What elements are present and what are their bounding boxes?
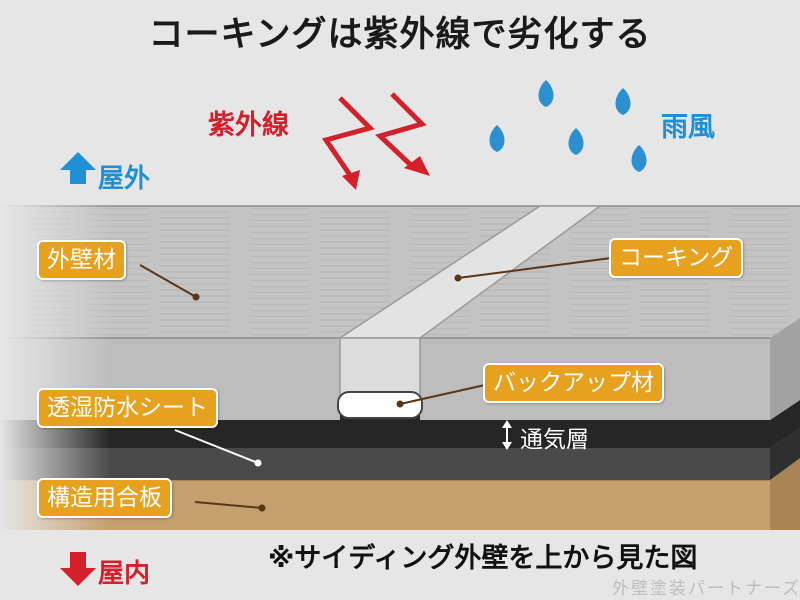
ventilation-label: 通気層	[520, 427, 589, 453]
double-arrow-icon	[502, 420, 512, 450]
raindrop-icon	[615, 88, 631, 115]
lightning-bolt-icon	[375, 92, 427, 170]
backup-material-label: バックアップ材	[483, 363, 664, 403]
raindrop-icon	[631, 145, 647, 172]
arrow-up-icon	[60, 152, 96, 184]
arrow-down-icon	[60, 552, 96, 586]
exterior-wall-label: 外壁材	[37, 240, 126, 280]
raindrop-icon	[568, 128, 584, 155]
leader-lines	[139, 257, 612, 512]
watermark-logo: 外壁塗装パートナーズ	[612, 579, 800, 599]
backup-material	[337, 391, 423, 419]
outside-label: 屋外	[98, 164, 151, 194]
caulking-joint	[337, 205, 603, 420]
raindrop-icon	[538, 80, 554, 107]
rain-wind-label: 雨風	[661, 112, 715, 143]
caulking-label: コーキング	[609, 238, 744, 278]
raindrop-icon	[489, 125, 505, 152]
page-title: コーキングは紫外線で劣化する	[148, 15, 652, 55]
diagram-note: ※サイディング外壁を上から見た図	[268, 543, 698, 574]
membrane-label: 透湿防水シート	[37, 388, 218, 428]
plywood-label: 構造用合板	[37, 478, 172, 518]
membrane-layer	[0, 428, 800, 480]
uv-label: 紫外線	[208, 110, 289, 141]
ventilation-gap	[0, 400, 800, 448]
lightning-bolt-icon	[321, 96, 375, 180]
inside-label: 屋内	[98, 559, 151, 589]
